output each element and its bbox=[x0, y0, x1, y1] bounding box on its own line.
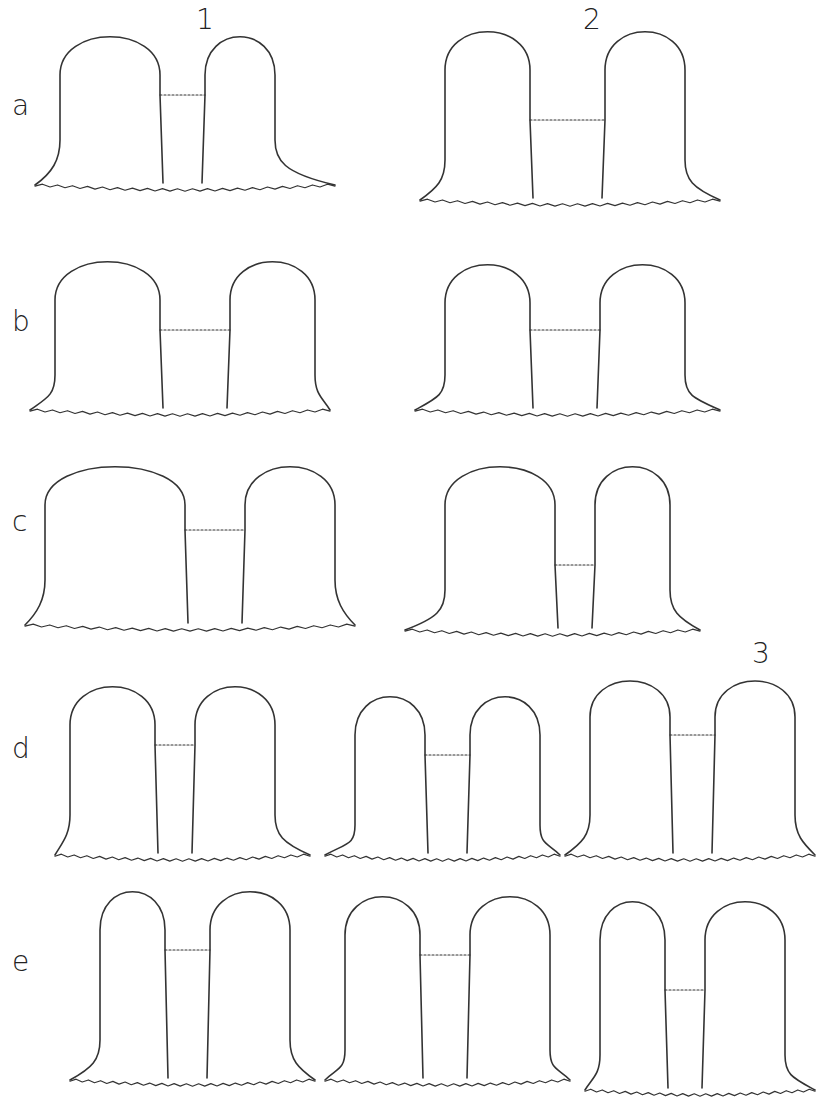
base-line bbox=[30, 409, 330, 416]
lobe-outline bbox=[192, 687, 310, 855]
base-line bbox=[70, 1079, 315, 1086]
lobe-outline bbox=[467, 897, 570, 1080]
lobe-outline bbox=[597, 265, 720, 410]
base-line bbox=[325, 1079, 570, 1086]
bridge-line bbox=[530, 119, 605, 120]
lobe-outline bbox=[227, 262, 330, 410]
tooth-outline bbox=[35, 37, 335, 191]
lobe-outline bbox=[712, 681, 815, 855]
lobe-outline bbox=[35, 37, 163, 185]
base-line bbox=[25, 624, 355, 631]
lobe-outline bbox=[592, 467, 700, 630]
figure-label: d bbox=[12, 735, 30, 763]
bridge-line bbox=[160, 94, 205, 95]
tooth-outline bbox=[55, 687, 310, 861]
lobe-outline bbox=[325, 897, 423, 1080]
tooth-outline bbox=[25, 467, 355, 631]
bridge-line bbox=[155, 744, 195, 745]
tooth-outline bbox=[585, 902, 815, 1096]
lobe-outline bbox=[420, 32, 533, 200]
lobe-outline bbox=[565, 681, 673, 855]
base-line bbox=[585, 1089, 815, 1096]
base-line bbox=[55, 854, 310, 861]
base-line bbox=[405, 629, 700, 636]
lobe-outline bbox=[467, 697, 560, 855]
tooth-outline bbox=[30, 262, 330, 416]
lobe-outline bbox=[325, 697, 428, 855]
bridge-line bbox=[670, 734, 715, 735]
lobe-outline bbox=[202, 37, 335, 185]
bridge-line bbox=[160, 329, 230, 330]
bridge-line bbox=[665, 989, 705, 990]
figure-label: c bbox=[12, 508, 27, 536]
tooth-outline bbox=[325, 697, 560, 861]
tooth-outline bbox=[565, 681, 815, 861]
tooth-outline bbox=[420, 32, 720, 206]
figure-label: b bbox=[12, 308, 30, 336]
lobe-outline bbox=[207, 892, 315, 1080]
lobe-outline bbox=[415, 265, 533, 410]
lobe-outline bbox=[70, 892, 168, 1080]
lobe-outline bbox=[702, 902, 815, 1090]
bridge-line bbox=[420, 954, 470, 955]
bridge-line bbox=[165, 949, 210, 950]
figure-label: a bbox=[12, 92, 29, 120]
lobe-outline bbox=[242, 467, 355, 625]
lobe-outline bbox=[405, 467, 558, 630]
bridge-line bbox=[185, 529, 245, 530]
figure-label: 3 bbox=[752, 640, 770, 668]
tooth-outline bbox=[405, 467, 700, 636]
tooth-outline bbox=[415, 265, 720, 416]
base-line bbox=[420, 199, 720, 206]
base-line bbox=[415, 409, 720, 416]
lobe-outline bbox=[602, 32, 720, 200]
base-line bbox=[325, 854, 560, 861]
lobe-outline bbox=[585, 902, 668, 1090]
base-line bbox=[565, 854, 815, 861]
figure-label: e bbox=[12, 948, 29, 976]
bridge-line bbox=[425, 754, 470, 755]
bridge-line bbox=[530, 329, 600, 330]
base-line bbox=[35, 184, 335, 191]
lobe-outline bbox=[55, 687, 158, 855]
tooth-outline bbox=[325, 897, 570, 1086]
lobe-outline bbox=[25, 467, 188, 625]
bridge-line bbox=[555, 564, 595, 565]
lobe-outline bbox=[30, 262, 163, 410]
tooth-outline bbox=[70, 892, 315, 1086]
figure-label: 1 bbox=[196, 6, 214, 34]
figure-label: 2 bbox=[583, 6, 601, 34]
